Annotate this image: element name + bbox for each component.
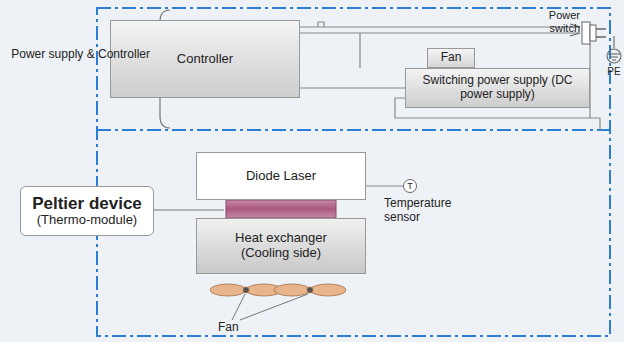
part-label: PE <box>604 66 624 78</box>
fan-box: Fan <box>427 48 475 68</box>
node-text: Switching power supply (DC power supply) <box>414 74 582 102</box>
power-supply-box: Switching power supply (DC power supply) <box>405 68 590 108</box>
part-label: Temperature sensor <box>384 197 464 225</box>
node-text: Fan <box>441 51 462 65</box>
group-label: Power supply & Controller <box>8 48 150 62</box>
wire <box>300 87 405 88</box>
node-text: (Thermo-module) <box>37 213 137 228</box>
leader-line <box>232 294 308 320</box>
node-text: Heat exchanger (Cooling side) <box>211 231 351 261</box>
heat-exchanger-box: Heat exchanger (Cooling side) <box>196 218 366 274</box>
node-text: Peltier device <box>32 194 142 214</box>
mains-wires <box>300 22 600 130</box>
peltier-element <box>226 200 336 218</box>
fan-blades <box>210 284 346 296</box>
part-label: Fan <box>218 321 258 335</box>
section-divider <box>97 129 610 131</box>
callout-box: Peltier device(Thermo-module) <box>20 186 154 236</box>
ground-symbol <box>607 36 621 63</box>
laser-box: Diode Laser <box>196 152 366 200</box>
node-text: Diode Laser <box>246 169 316 184</box>
part-label: Power switch <box>520 9 580 34</box>
node-text: Controller <box>177 52 233 67</box>
sensor-symbol: T <box>403 179 417 193</box>
node-text: T <box>407 181 413 191</box>
leader-line <box>154 210 224 211</box>
wire <box>366 185 403 186</box>
housing-outline <box>97 8 610 336</box>
